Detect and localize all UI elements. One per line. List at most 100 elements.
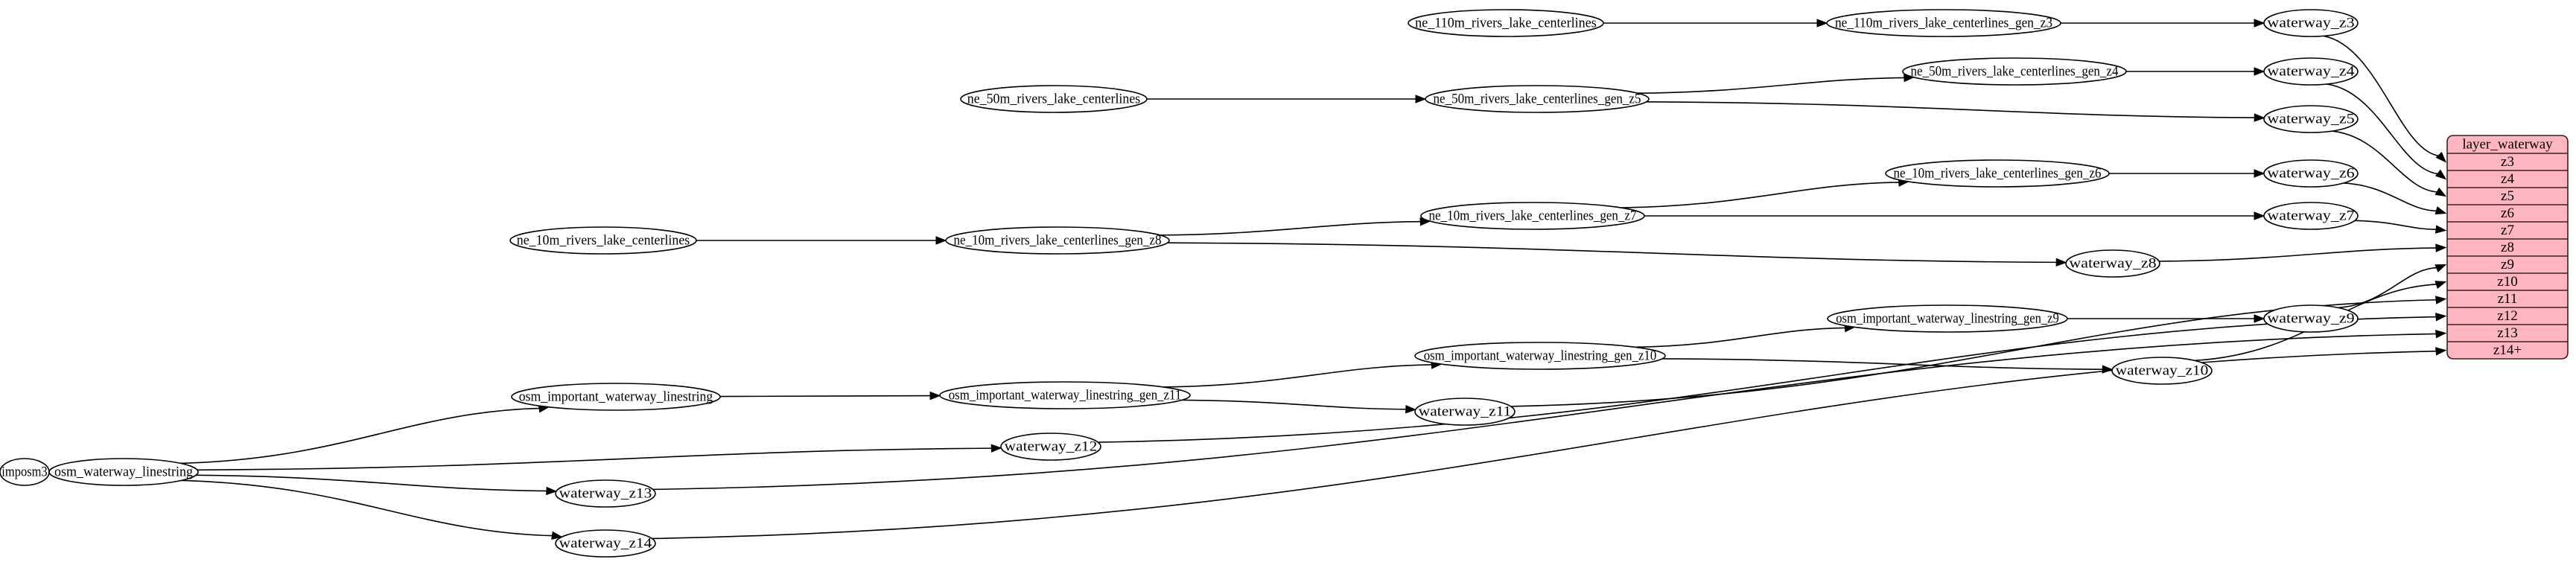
node-shape [1827,304,2068,333]
table-row-z14plus[interactable]: z14+ [2493,342,2522,358]
node-waterway_z8[interactable]: waterway_z8 [2065,249,2160,278]
table-row-z9[interactable]: z9 [2501,257,2514,272]
edge-ne_10m_rivers_lake_centerlines_gen_z7-to-ne_10m_rivers_lake_centerlines_gen_z6 [1621,182,1901,208]
node-waterway_z5[interactable]: waterway_z5 [2263,105,2359,133]
node-waterway_z12[interactable]: waterway_z12 [1000,433,1101,461]
node-osm_important_waterway_linestring_gen_z11[interactable]: osm_important_waterway_linestring_gen_z1… [939,381,1191,409]
edge-arrowhead [2254,67,2265,76]
edge-waterway_z6-to-record-z6 [2343,182,2438,212]
edge-ne_50m_rivers_lake_centerlines_gen_z5-to-waterway_z5 [1646,101,2257,118]
node-ne_110m_rivers_lake_centerlines[interactable]: ne_110m_rivers_lake_centerlines [1408,9,1604,37]
edge-ne_50m_rivers_lake_centerlines_gen_z5-to-ne_50m_rivers_lake_centerlines_gen_z4 [1638,77,1906,94]
edge-ne_10m_rivers_lake_centerlines_gen_z8-to-waterway_z8 [1167,242,2058,264]
node-waterway_z3[interactable]: waterway_z3 [2263,9,2359,37]
node-label: waterway_z13 [559,485,652,501]
node-osm_waterway_linestring[interactable]: osm_waterway_linestring [48,458,199,486]
edge-arrowhead [1816,19,1828,28]
node-shape [2263,159,2359,188]
node-waterway_z13[interactable]: waterway_z13 [555,479,656,508]
node-label: waterway_z3 [2267,15,2354,31]
node-label: osm_important_waterway_linestring_gen_z1… [949,387,1181,403]
node-ne_110m_rivers_lake_centerlines_gen_z3[interactable]: ne_110m_rivers_lake_centerlines_gen_z3 [1826,9,2061,37]
edge-osm_waterway_linestring-to-waterway_z12 [197,447,993,471]
node-label: waterway_z12 [1005,438,1098,454]
node-shape [1000,433,1101,461]
edges-layer [39,19,2447,540]
node-label: waterway_z10 [2116,363,2209,378]
node-waterway_z6[interactable]: waterway_z6 [2263,159,2359,188]
table-row-z7[interactable]: z7 [2501,223,2514,238]
table-row-z4[interactable]: z4 [2501,171,2514,187]
node-osm_important_waterway_linestring_gen_z9[interactable]: osm_important_waterway_linestring_gen_z9 [1827,304,2068,333]
edge-arrowhead [1405,405,1417,414]
edge-arrowhead [2435,329,2447,339]
node-ne_10m_rivers_lake_centerlines_gen_z6[interactable]: ne_10m_rivers_lake_centerlines_gen_z6 [1885,159,2110,188]
node-shape [2263,9,2359,37]
node-ne_10m_rivers_lake_centerlines[interactable]: ne_10m_rivers_lake_centerlines [509,226,697,255]
edge-osm_important_waterway_linestring_gen_z10-to-waterway_z10 [1661,358,2105,370]
edge-osm_important_waterway_linestring_gen_z10-to-osm_important_waterway_linestring_gen_z9 [1635,327,1847,348]
edge-osm_important_waterway_linestring-to-osm_important_waterway_linestring_gen_z11 [719,395,932,398]
node-ne_50m_rivers_lake_centerlines_gen_z4[interactable]: ne_50m_rivers_lake_centerlines_gen_z4 [1902,57,2127,86]
table-row-z8[interactable]: z8 [2501,240,2514,255]
edge-osm_waterway_linestring-to-osm_important_waterway_linestring [180,407,541,465]
node-waterway_z10[interactable]: waterway_z10 [2111,357,2213,385]
node-waterway_z14[interactable]: waterway_z14 [555,529,656,558]
node-label: waterway_z9 [2267,310,2354,326]
edge-arrowhead [2435,281,2447,290]
layer-waterway-table-header: layer_waterway [2462,136,2553,152]
node-waterway_z7[interactable]: waterway_z7 [2263,202,2359,230]
edge-arrowhead [929,391,941,401]
node-waterway_z11[interactable]: waterway_z11 [1414,398,1516,426]
node-label: waterway_z4 [2267,63,2355,79]
edge-arrowhead [2055,258,2067,267]
table-row-z3[interactable]: z3 [2501,154,2514,170]
node-waterway_z4[interactable]: waterway_z4 [2263,57,2359,86]
edge-arrowhead [2435,206,2447,215]
table-row-z10[interactable]: z10 [2497,274,2517,290]
node-shape [511,383,721,411]
node-imposm3[interactable]: imposm3 [0,458,50,486]
node-ne_10m_rivers_lake_centerlines_gen_z8[interactable]: ne_10m_rivers_lake_centerlines_gen_z8 [945,226,1170,255]
node-label: ne_10m_rivers_lake_centerlines_gen_z8 [954,232,1162,248]
edge-arrowhead [2435,313,2447,322]
node-label: osm_waterway_linestring [54,464,193,479]
table-row-z6[interactable]: z6 [2501,205,2514,221]
edge-arrowhead [2435,347,2447,356]
edge-waterway_z8-to-record-z8 [2159,247,2438,262]
edge-arrowhead [935,236,947,245]
node-osm_important_waterway_linestring_gen_z10[interactable]: osm_important_waterway_linestring_gen_z1… [1414,342,1666,370]
node-shape [555,529,656,558]
edge-waterway_z13-to-record-z13 [652,333,2438,491]
node-label: ne_110m_rivers_lake_centerlines [1415,15,1597,31]
table-row-z5[interactable]: z5 [2501,188,2514,204]
node-osm_important_waterway_linestring[interactable]: osm_important_waterway_linestring [511,383,721,411]
table-row-z13[interactable]: z13 [2497,325,2517,341]
node-ne_50m_rivers_lake_centerlines_gen_z5[interactable]: ne_50m_rivers_lake_centerlines_gen_z5 [1425,85,1650,113]
table-row-z11[interactable]: z11 [2498,291,2518,307]
table-row-z12[interactable]: z12 [2497,308,2517,324]
node-label: ne_110m_rivers_lake_centerlines_gen_z3 [1835,15,2052,31]
node-shape [939,381,1191,409]
node-shape [1902,57,2127,86]
node-label: waterway_z11 [1419,403,1512,419]
edge-osm_waterway_linestring-to-waterway_z14 [181,479,554,537]
node-ne_50m_rivers_lake_centerlines[interactable]: ne_50m_rivers_lake_centerlines [960,85,1148,113]
edge-osm_waterway_linestring-to-waterway_z13 [196,474,548,492]
node-label: waterway_z8 [2069,255,2156,271]
node-shape [1408,9,1604,37]
edge-arrowhead [546,486,558,496]
edge-waterway_z5-to-record-z5 [2332,130,2439,193]
node-shape [2111,357,2213,385]
node-label: osm_important_waterway_linestring_gen_z1… [1424,348,1656,363]
edge-osm_important_waterway_linestring_gen_z11-to-waterway_z11 [1181,399,1408,410]
node-waterway_z9[interactable]: waterway_z9 [2263,304,2359,333]
node-shape [48,458,199,486]
nodes-layer: imposm3 osm_waterway_linestring ne_110m_ri… [0,9,2359,558]
node-shape [1414,398,1516,426]
node-ne_10m_rivers_lake_centerlines_gen_z7[interactable]: ne_10m_rivers_lake_centerlines_gen_z7 [1420,202,1645,230]
edge-arrowhead [2254,19,2265,28]
node-shape [509,226,697,255]
